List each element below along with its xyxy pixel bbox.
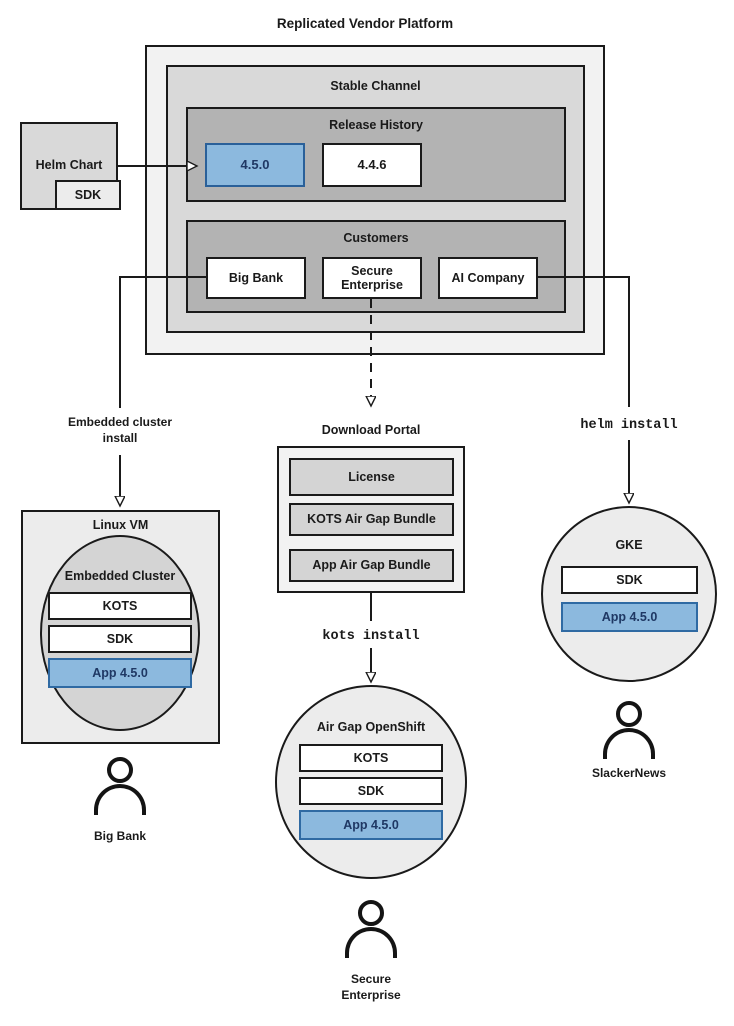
- actor-secure-enterprise-line-2: Enterprise: [341, 987, 401, 1002]
- person-head-icon: [616, 701, 642, 727]
- air-gap-openshift-label: Air Gap OpenShift: [316, 720, 426, 734]
- helm-install-label: helm install: [580, 418, 678, 433]
- person-body-icon: [345, 927, 397, 958]
- embedded-install-line-2: install: [102, 430, 138, 445]
- linux-vm-component-kots[interactable]: KOTS: [48, 592, 192, 620]
- download-portal-artifact-app-air-gap-bundle[interactable]: App Air Gap Bundle: [289, 549, 454, 582]
- linux-vm-label: Linux VM: [92, 518, 149, 532]
- customer-big-bank[interactable]: Big Bank: [206, 257, 306, 299]
- download-portal-artifact-license[interactable]: License: [289, 458, 454, 496]
- actor-big-bank-label: Big Bank: [93, 829, 146, 843]
- embedded-cluster-label: Embedded Cluster: [64, 569, 176, 583]
- download-portal-artifact-kots-air-gap-bundle[interactable]: KOTS Air Gap Bundle: [289, 503, 454, 536]
- person-head-icon: [358, 900, 384, 926]
- openshift-component-app[interactable]: App 4.5.0: [299, 810, 443, 840]
- linux-vm-component-app[interactable]: App 4.5.0: [48, 658, 192, 688]
- helm-chart-sdk-box[interactable]: SDK: [55, 180, 121, 210]
- actor-slackernews-label: SlackerNews: [591, 766, 667, 780]
- actor-slackernews-icon: [602, 701, 656, 759]
- customer-secure-enterprise[interactable]: Secure Enterprise: [322, 257, 422, 299]
- gke-ellipse: [541, 506, 717, 682]
- linux-vm-component-sdk[interactable]: SDK: [48, 625, 192, 653]
- kots-install-label: kots install: [322, 629, 420, 644]
- release-version-4-4-6[interactable]: 4.4.6: [322, 143, 422, 187]
- gke-component-app[interactable]: App 4.5.0: [561, 602, 698, 632]
- embedded-cluster-install-label: Embedded cluster install: [40, 415, 200, 446]
- gke-component-sdk[interactable]: SDK: [561, 566, 698, 594]
- embedded-install-line-1: Embedded cluster: [67, 415, 173, 429]
- openshift-component-kots[interactable]: KOTS: [299, 744, 443, 772]
- release-history-label: Release History: [329, 118, 423, 132]
- openshift-component-sdk[interactable]: SDK: [299, 777, 443, 805]
- customers-label: Customers: [343, 231, 409, 245]
- actor-secure-enterprise-line-1: Secure: [350, 972, 392, 986]
- person-head-icon: [107, 757, 133, 783]
- gke-label: GKE: [615, 538, 643, 552]
- stable-channel-label: Stable Channel: [330, 79, 421, 93]
- person-body-icon: [603, 728, 655, 759]
- actor-big-bank-icon: [93, 757, 147, 815]
- person-body-icon: [94, 784, 146, 815]
- helm-chart-label: Helm Chart: [35, 158, 103, 172]
- download-portal-label: Download Portal: [321, 423, 421, 437]
- customer-ai-company[interactable]: AI Company: [438, 257, 538, 299]
- page-title: Replicated Vendor Platform: [276, 16, 454, 31]
- actor-secure-enterprise-icon: [344, 900, 398, 958]
- release-version-4-5-0[interactable]: 4.5.0: [205, 143, 305, 187]
- actor-secure-enterprise-label: Secure Enterprise: [301, 972, 441, 1003]
